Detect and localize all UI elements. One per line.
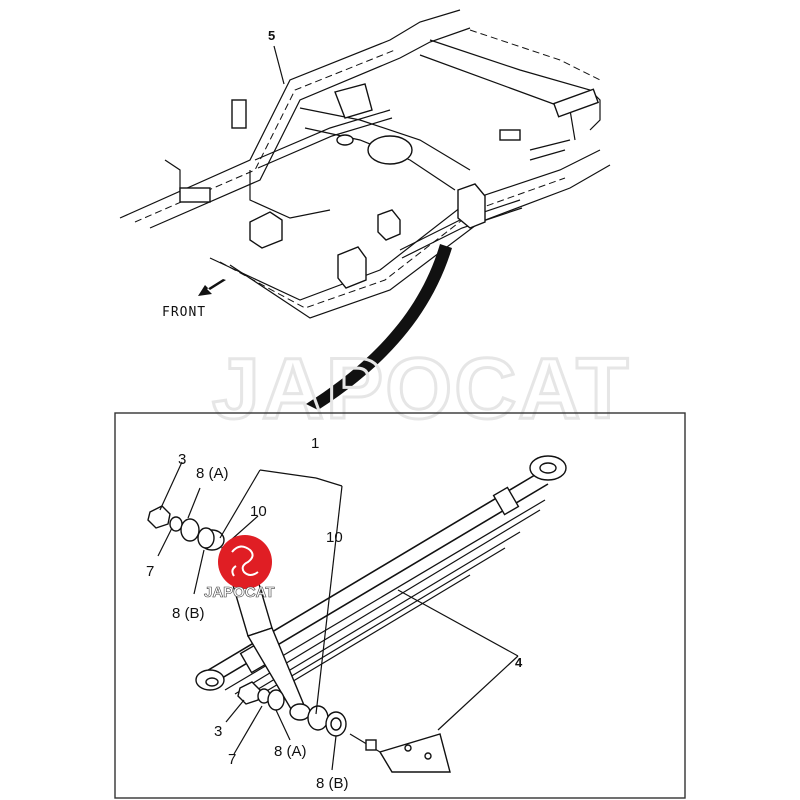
leader-lines <box>157 461 519 771</box>
nut-icon <box>147 505 171 529</box>
chassis-frame-drawing <box>119 9 611 319</box>
callout-8b-bottom: 8 (B) <box>316 775 349 792</box>
callout-7-top: 7 <box>146 563 154 580</box>
japocat-logo: JAPOCAT <box>204 535 275 601</box>
detail-pointer-arrow <box>306 244 452 410</box>
front-label: FRONT <box>162 305 206 320</box>
callout-8b-top: 8 (B) <box>172 605 205 622</box>
logo-circle <box>218 535 272 589</box>
japocat-watermark: JAPOCAT <box>212 341 631 437</box>
logo-emblem-icon <box>231 545 259 576</box>
callout-4: 4 <box>515 655 523 670</box>
front-direction-indicator: FRONT <box>162 279 226 320</box>
leaf-spring-drawing <box>147 455 567 773</box>
callout-5: 5 <box>268 28 285 85</box>
callout-3-bottom: 3 <box>214 723 222 740</box>
bushing-icon <box>180 518 200 542</box>
callout-10-right: 10 <box>326 529 343 546</box>
callout-5-label: 5 <box>268 28 275 43</box>
callout-8a-bottom: 8 (A) <box>274 743 307 760</box>
callout-3-top: 3 <box>178 451 186 468</box>
callout-labels: 1 3 8 (A) 10 10 7 8 (B) 4 3 7 8 (A) 8 (B… <box>146 435 523 792</box>
bushing-icon <box>267 689 285 711</box>
logo-text: JAPOCAT <box>204 584 275 601</box>
callout-7-bottom: 7 <box>228 751 236 768</box>
front-arrow-icon <box>198 279 226 296</box>
nut-icon <box>237 681 261 705</box>
callout-1: 1 <box>311 435 319 452</box>
detail-frame <box>114 412 686 799</box>
callout-8a-top: 8 (A) <box>196 465 229 482</box>
callout-10-left: 10 <box>250 503 267 520</box>
